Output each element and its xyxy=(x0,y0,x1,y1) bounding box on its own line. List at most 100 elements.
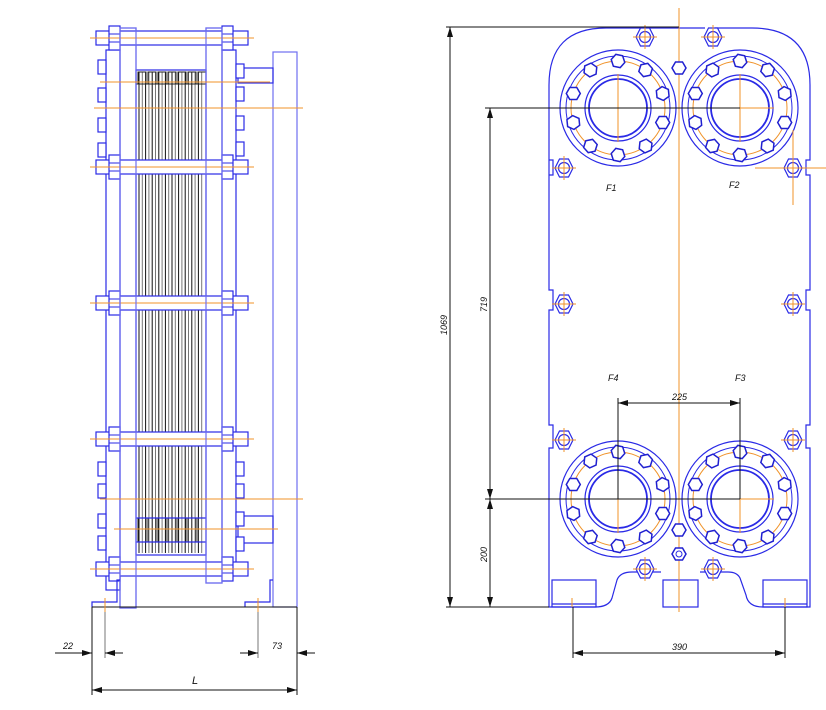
frame-nut xyxy=(701,557,725,581)
flange-bolt xyxy=(760,138,775,154)
side-view: 22 73 L xyxy=(55,25,315,695)
frame-nut xyxy=(552,292,576,316)
port-label-F4: F4 xyxy=(608,373,619,383)
flange-bolt xyxy=(687,86,704,101)
dim-label-390: 390 xyxy=(672,642,687,652)
flange-bolt xyxy=(776,115,793,130)
flange-bolt xyxy=(637,453,654,469)
flange-bolt xyxy=(777,476,792,493)
flange-bolt xyxy=(565,86,582,101)
cover-bolt-left xyxy=(97,461,107,477)
frame-nut xyxy=(781,428,805,452)
flange-bolt xyxy=(654,115,671,130)
cover-bolt-right xyxy=(235,461,245,477)
port-label-F2: F2 xyxy=(729,180,740,190)
cover-bolt-right xyxy=(235,115,245,131)
flange-bolt xyxy=(610,147,626,163)
center-bolt-top xyxy=(671,61,687,75)
flange-bolt xyxy=(655,476,670,493)
flange-bolt xyxy=(610,53,626,69)
cover-bolt-left xyxy=(97,535,107,551)
flange-bolt xyxy=(704,529,721,545)
flange-bolt xyxy=(583,62,598,78)
flange-bolt xyxy=(610,538,626,554)
plate-port-tabs xyxy=(136,71,207,543)
flange-bolt xyxy=(732,147,748,163)
flange-bolt xyxy=(760,529,775,545)
dim-label-225: 225 xyxy=(671,392,688,402)
flange-bolt xyxy=(759,453,776,469)
flange-bolt xyxy=(705,62,720,78)
dim-22: 22 xyxy=(55,607,123,695)
frame-nut xyxy=(633,25,657,49)
dim-719: 719 xyxy=(479,107,740,500)
flange-bolt xyxy=(638,138,653,154)
cover-bolt-right xyxy=(235,141,245,157)
flange-bolt xyxy=(637,62,654,78)
frame-plate-fixed xyxy=(119,27,137,609)
flange-bolt xyxy=(638,529,653,545)
flange-bolt xyxy=(687,477,704,492)
flange-bolt xyxy=(582,138,599,154)
flange-bolt xyxy=(688,114,703,131)
foot-right xyxy=(244,579,273,607)
tie-bars xyxy=(90,25,254,609)
frame-nut xyxy=(552,156,576,180)
flange-bolt xyxy=(776,506,793,521)
cover-bolt-right xyxy=(235,63,245,79)
dim-label-73: 73 xyxy=(272,641,282,651)
frame-nut xyxy=(552,428,576,452)
flange-bolt xyxy=(688,505,703,522)
frame-outline xyxy=(548,27,811,608)
port-F2 xyxy=(681,49,799,167)
frame-nut xyxy=(701,25,725,49)
dim-label-719: 719 xyxy=(479,297,489,312)
flange-bolt xyxy=(582,529,599,545)
flange-bolt xyxy=(705,453,720,469)
flange-bolt xyxy=(759,62,776,78)
cover-bolt-left xyxy=(97,483,107,499)
center-bolt-low xyxy=(671,547,687,561)
cover-bolt-right xyxy=(235,536,245,552)
port-label-F1: F1 xyxy=(606,183,617,193)
flange-bolt xyxy=(583,453,598,469)
flange-bolt xyxy=(732,538,748,554)
flange-bolt xyxy=(566,114,581,131)
front-view: F1 F2 F3 F4 1069 719 200 225 xyxy=(439,8,826,658)
support-column xyxy=(272,51,298,608)
flange-bolt xyxy=(655,85,670,102)
dim-225: 225 xyxy=(617,392,741,499)
flange-bolt xyxy=(566,505,581,522)
flange-bolt xyxy=(777,85,792,102)
perimeter-nuts xyxy=(552,25,805,581)
plate-lines xyxy=(138,72,203,553)
dim-label-L: L xyxy=(192,675,198,687)
dim-L: L xyxy=(92,675,297,693)
cover-bolt-left xyxy=(97,59,107,75)
dim-label-200: 200 xyxy=(479,547,489,563)
flange-bolt xyxy=(732,53,748,69)
flange-bolt xyxy=(565,477,582,492)
foot-center xyxy=(662,579,699,608)
cover-bolt-right xyxy=(235,86,245,102)
cover-bolt-right xyxy=(235,483,245,499)
dim-label-22: 22 xyxy=(62,641,73,651)
dim-200: 200 xyxy=(479,499,493,607)
port-label-F3: F3 xyxy=(735,373,746,383)
cover-bolt-left xyxy=(97,142,107,158)
cover-bolt-left xyxy=(97,117,107,133)
dim-1069: 1069 xyxy=(439,26,679,608)
flange-bolt xyxy=(654,506,671,521)
center-bolt-mid xyxy=(671,523,687,537)
cover-bolt-right xyxy=(235,511,245,527)
cover-left xyxy=(105,49,121,591)
cover-bolt-left xyxy=(97,87,107,103)
dim-390: 390 xyxy=(572,607,786,658)
dim-label-1069: 1069 xyxy=(439,315,449,335)
flange-bolt xyxy=(704,138,721,154)
cover-bolt-left xyxy=(97,513,107,529)
dim-73: 73 xyxy=(240,607,315,695)
cover-bolts xyxy=(97,59,245,552)
foot-left xyxy=(551,579,597,608)
